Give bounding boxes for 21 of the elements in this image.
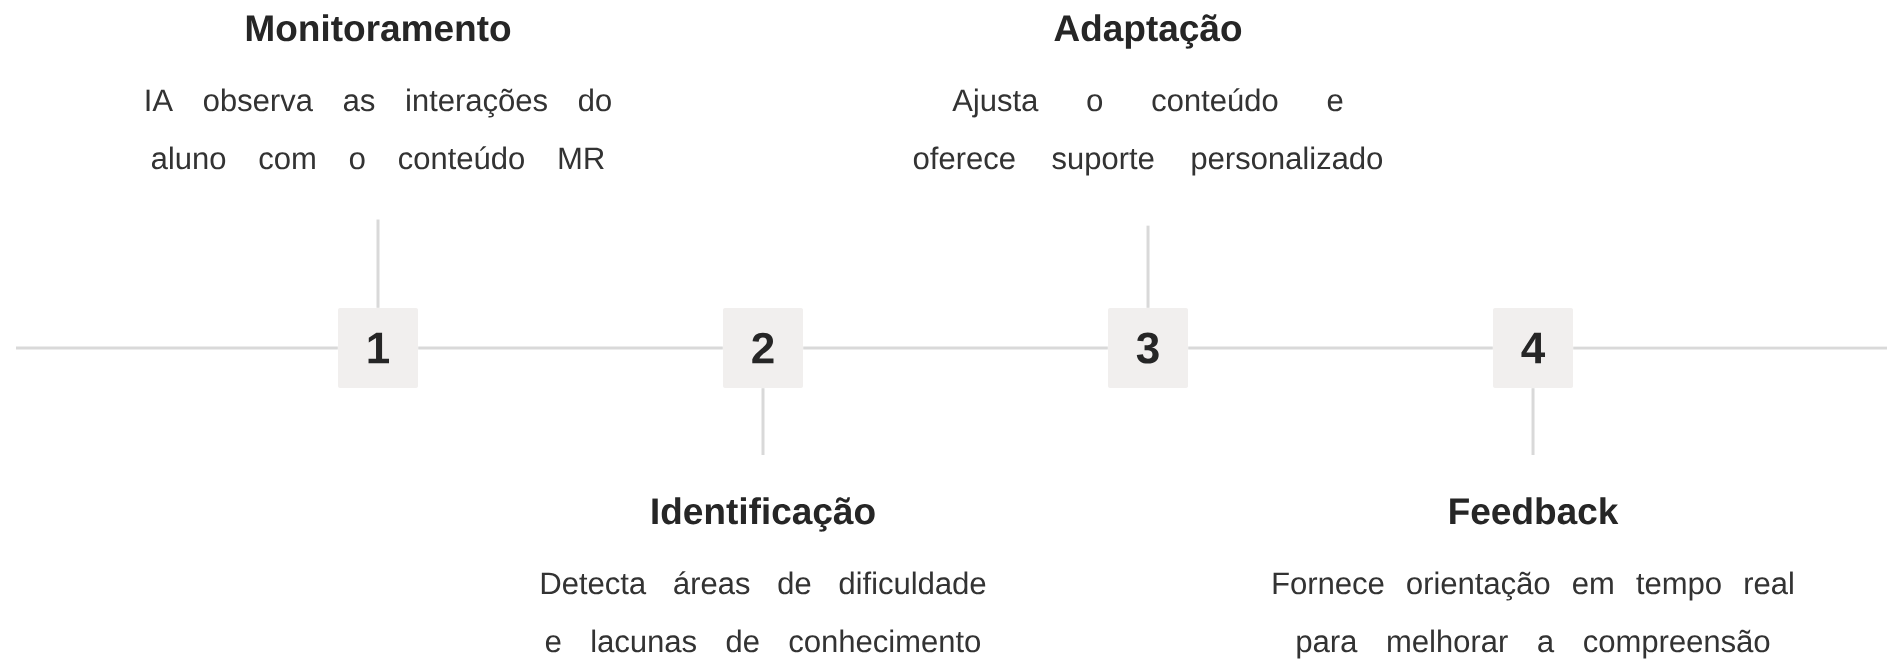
- step-heading: Identificação: [652, 497, 875, 532]
- step-description: Fornece orientação em tempo real para melhorar a compreensão: [1273, 571, 1793, 659]
- connector-line: [376, 219, 380, 308]
- connector-line: [1531, 388, 1535, 455]
- step-number-box: 1: [338, 308, 418, 388]
- step-number-box: 2: [723, 308, 803, 388]
- timeline-line: [418, 346, 723, 350]
- step-heading: Feedback: [1450, 497, 1619, 525]
- timeline-line: [16, 346, 338, 350]
- timeline-line: [1188, 346, 1493, 350]
- step-heading: Adaptação: [1054, 14, 1242, 49]
- step-heading: Monitoramento: [246, 14, 511, 42]
- step-number-box: 4: [1493, 308, 1573, 388]
- step-description: Detecta áreas de dificuldade e lacunas de conhecimento: [541, 571, 986, 653]
- timeline-line: [1573, 346, 1887, 350]
- step-description: Ajusta o conteúdo e oferece suporte personalizado: [913, 88, 1383, 176]
- connector-line: [1146, 225, 1150, 308]
- timeline-line: [803, 346, 1108, 350]
- connector-line: [761, 388, 765, 455]
- step-number-box: 3: [1108, 308, 1188, 388]
- step-description: IA observa as interações do aluno com o conteúdo MR: [146, 88, 611, 170]
